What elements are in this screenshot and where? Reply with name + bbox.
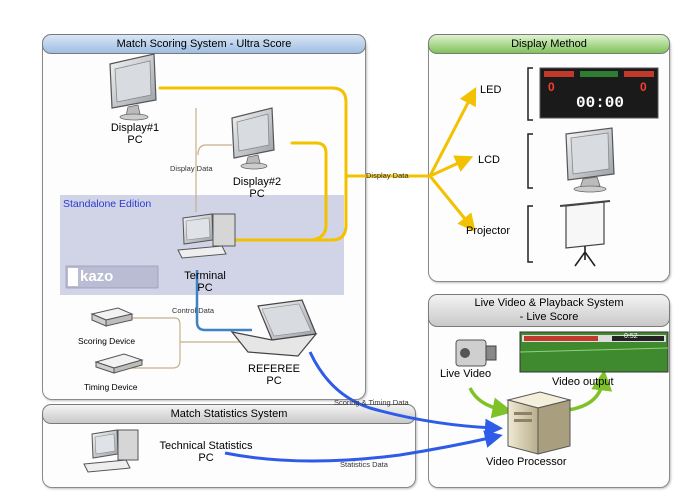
video-output-arrow (567, 369, 613, 412)
referee-label-line2: PC (266, 375, 282, 387)
technical-statistics-pc-icon (83, 429, 139, 473)
live-video-title-line1: Live Video & Playback System (474, 297, 624, 309)
display2-label-line1: Display#2 (232, 176, 282, 188)
live-video-arrow (468, 387, 514, 419)
technical-statistics-label-line2: PC (198, 452, 214, 464)
display2-link (290, 141, 328, 242)
display1-link (158, 86, 348, 242)
live-video-panel (428, 296, 670, 488)
display2-monitor-icon (231, 107, 275, 170)
to-led (428, 87, 477, 178)
kazo-logo (65, 265, 159, 289)
terminal-label: Terminal PC (170, 270, 240, 294)
referee-laptop-icon (230, 299, 318, 357)
projector-label: Projector (466, 225, 511, 237)
live-video-title: Live Video & Playback System - Live Scor… (428, 294, 670, 327)
to-lcd (428, 155, 474, 178)
projector-screen-icon (559, 200, 611, 267)
scoring-system-title: Match Scoring System - Ultra Score (42, 34, 366, 54)
display-brackets (527, 67, 533, 263)
lcd-label: LCD (478, 154, 501, 166)
referee-label: REFEREE PC (234, 363, 314, 387)
scoring-device-label: Scoring Device (78, 336, 136, 346)
display-data-label-2: Display Data (366, 171, 409, 180)
statistics-line (224, 430, 503, 463)
video-processor-label: Video Processor (486, 456, 567, 468)
scoring-timing-line (308, 351, 503, 437)
led-clock: 00:00 (576, 94, 625, 112)
display-method-title: Display Method (428, 34, 670, 54)
scoring-timing-data-label: Scoring & Timing Data (334, 398, 409, 407)
display1-monitor-icon (109, 53, 157, 121)
control-data-line (195, 270, 252, 332)
to-projector (428, 174, 476, 232)
display2-label-line2: PC (249, 188, 265, 200)
lcd-monitor-icon (565, 127, 615, 193)
video-output-screen (519, 331, 669, 373)
technical-statistics-label-line1: Technical Statistics (159, 440, 253, 452)
tan-links (126, 108, 240, 369)
video-output-time: 0:52 (624, 333, 638, 340)
display-data-label-1: Display Data (170, 164, 213, 173)
referee-label-line1: REFEREE (248, 363, 300, 375)
led-home-score: 0 (548, 80, 555, 94)
match-statistics-title: Match Statistics System (42, 404, 416, 424)
live-video-label: Live Video (440, 368, 492, 380)
terminal-pc-icon (177, 213, 236, 259)
scoring-device-icon (90, 307, 134, 327)
terminal-label-line2: PC (197, 282, 213, 294)
terminal-label-line1: Terminal (184, 270, 226, 282)
display-data-lines (158, 86, 477, 242)
tan-display2 (197, 144, 232, 156)
led-away-score: 0 (640, 80, 647, 94)
display2-label: Display#2 PC (222, 176, 292, 200)
statistics-data-label: Statistics Data (340, 460, 388, 469)
led-scoreboard (539, 67, 659, 119)
display1-label-line1: Display#1 (110, 122, 160, 134)
technical-statistics-label: Technical Statistics PC (146, 440, 266, 464)
tan-devices (126, 317, 240, 369)
video-camera-icon (455, 339, 497, 367)
kazo-logo-text: kazo (80, 268, 114, 285)
led-label: LED (480, 84, 502, 96)
display1-label: Display#1 PC (100, 122, 170, 146)
timing-device-label: Timing Device (84, 382, 138, 392)
live-video-title-line2: - Live Score (519, 311, 579, 323)
standalone-edition-label: Standalone Edition (63, 198, 152, 210)
video-processor-icon (506, 391, 572, 455)
timing-device-icon (94, 353, 144, 374)
video-output-label: Video output (552, 376, 614, 388)
display1-label-line2: PC (127, 134, 143, 146)
control-data-label: Control Data (172, 306, 215, 315)
